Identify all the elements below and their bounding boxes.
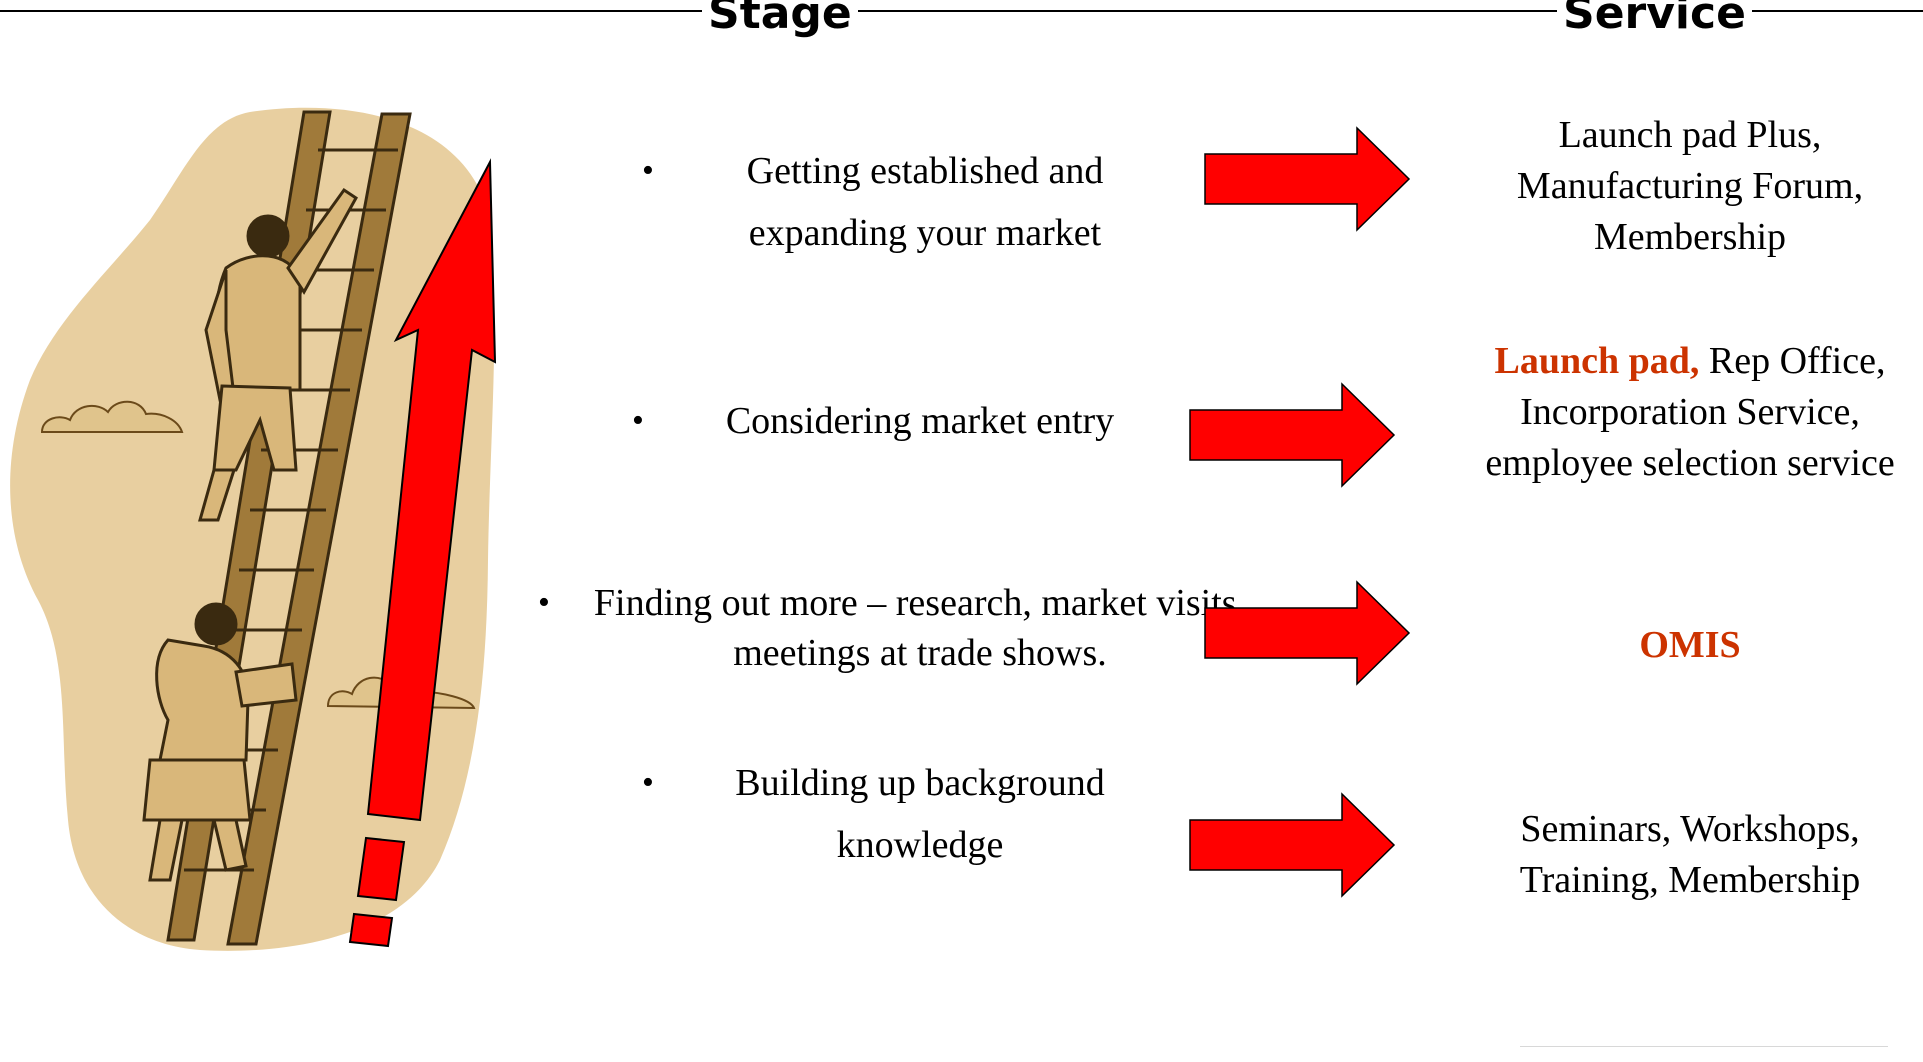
- right-arrow-icon: [1189, 792, 1396, 898]
- service-heading: Service: [1557, 0, 1752, 42]
- top-rule: [0, 10, 1923, 12]
- stage-heading: Stage: [702, 0, 858, 42]
- right-arrow-icon: [1204, 580, 1411, 686]
- stage-item-background: • Building up background knowledge: [642, 752, 1140, 876]
- stage-text: Building up background knowledge: [735, 762, 1105, 866]
- people-climbing-ladder-illustration: [10, 107, 497, 951]
- service-established: Launch pad Plus, Manufacturing Forum, Me…: [1516, 114, 1864, 258]
- stage-text: Considering market entry: [725, 400, 1115, 442]
- service-text: Rep Office, Incorporation Service, emplo…: [1485, 340, 1895, 484]
- right-arrow-icon: [1189, 382, 1396, 488]
- stage-text: Getting established and expanding your m…: [746, 150, 1104, 254]
- bullet: •: [642, 764, 654, 801]
- right-arrow-icon: [1204, 126, 1411, 232]
- stage-item-market-entry: • Considering market entry: [632, 390, 1150, 452]
- service-market-entry: Launch pad, Rep Office, Incorporation Se…: [1460, 336, 1920, 489]
- cloud-left-icon: [40, 400, 184, 433]
- footer-rule: [1520, 1046, 1888, 1047]
- service-highlight: Launch pad,: [1494, 340, 1700, 382]
- climber-man-icon: [198, 187, 358, 522]
- bullet: •: [632, 402, 644, 439]
- climber-woman-icon: [142, 602, 298, 882]
- service-background: Seminars, Workshops, Training, Membershi…: [1519, 808, 1861, 901]
- upward-arrow-icon: [348, 158, 497, 948]
- service-highlight: OMIS: [1639, 624, 1741, 666]
- bullet: •: [538, 584, 550, 621]
- stage-item-research: • Finding out more – research, market vi…: [538, 578, 1250, 678]
- stage-item-established: • Getting established and expanding your…: [642, 140, 1150, 264]
- stage-text: Finding out more – research, market visi…: [593, 582, 1247, 674]
- service-research: OMIS: [1460, 620, 1920, 671]
- bullet: •: [642, 152, 654, 189]
